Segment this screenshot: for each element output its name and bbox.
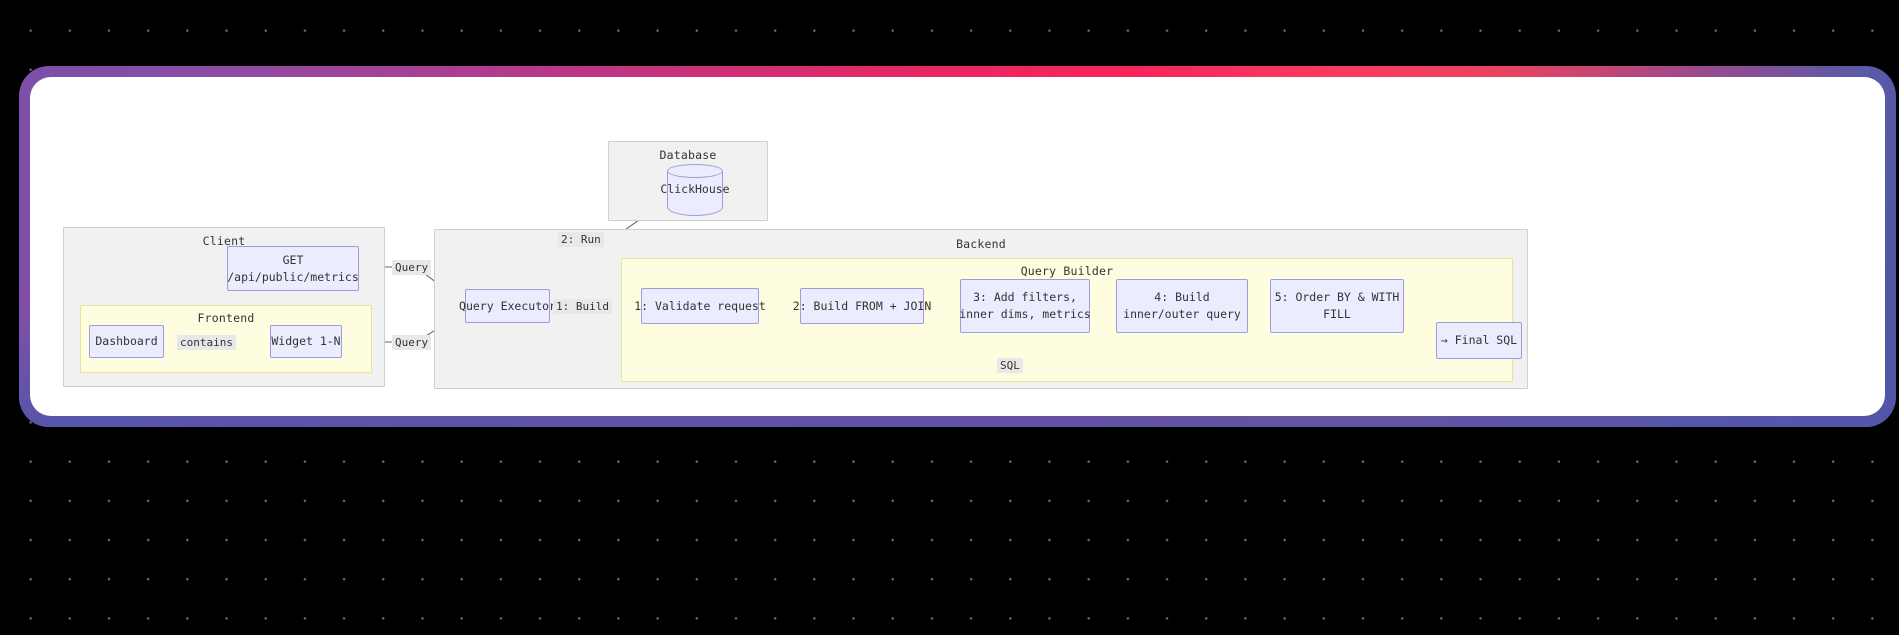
node-step-4-line2: inner/outer query xyxy=(1123,307,1241,321)
node-step-5-line2: FILL xyxy=(1323,307,1351,321)
node-query-executor[interactable]: Query Executor xyxy=(459,289,556,323)
cylinder-top xyxy=(667,164,723,178)
node-step-2-build-from-join[interactable]: 2: Build FROM + JOIN xyxy=(793,288,931,324)
diagram-plane: Database Client Frontend Backend Query B… xyxy=(30,77,1885,416)
node-dashboard[interactable]: Dashboard xyxy=(89,325,164,358)
node-final-sql-label: → Final SQL xyxy=(1440,333,1518,348)
node-step-3-add-filters[interactable]: 3: Add filters, inner dims, metrics xyxy=(959,279,1091,333)
cluster-backend-title: Backend xyxy=(956,237,1006,251)
edge-label-2-run: 2: Run xyxy=(558,232,604,248)
node-step-4-line1: 4: Build xyxy=(1154,290,1210,305)
cluster-frontend-title: Frontend xyxy=(197,311,255,325)
node-step-3-line2: inner dims, metrics xyxy=(959,307,1091,321)
edge-label-query-widget: Query xyxy=(392,335,432,351)
node-widget-label: Widget 1-N xyxy=(271,334,341,349)
cluster-client-title: Client xyxy=(202,234,246,248)
node-clickhouse[interactable]: ClickHouse xyxy=(660,164,730,216)
node-step-5-line1: 5: Order BY & WITH xyxy=(1274,290,1400,305)
node-api-endpoint-path: /api/public/metrics xyxy=(227,269,359,284)
node-step-1-validate[interactable]: 1: Validate request xyxy=(634,288,766,324)
edge-label-query-api: Query xyxy=(392,260,432,276)
node-step-2-label: 2: Build FROM + JOIN xyxy=(792,298,932,313)
cluster-query-builder-title: Query Builder xyxy=(1020,264,1114,278)
edge-label-1-build: 1: Build xyxy=(553,299,612,315)
node-step-4-inner-outer[interactable]: 4: Build inner/outer query xyxy=(1116,279,1248,333)
node-step-1-label: 1: Validate request xyxy=(634,298,766,313)
node-widget[interactable]: Widget 1-N xyxy=(270,325,342,358)
diagram-card: Database Client Frontend Backend Query B… xyxy=(30,77,1885,416)
cylinder-body xyxy=(667,171,723,216)
node-api-endpoint-method: GET xyxy=(282,252,304,267)
node-step-5-order-by[interactable]: 5: Order BY & WITH FILL xyxy=(1270,279,1404,333)
node-api-endpoint[interactable]: GET /api/public/metrics xyxy=(227,246,359,291)
edge-label-contains: contains xyxy=(177,335,236,351)
gradient-frame: Database Client Frontend Backend Query B… xyxy=(19,66,1896,427)
cluster-database-title: Database xyxy=(659,148,717,162)
node-query-executor-label: Query Executor xyxy=(459,298,556,313)
node-dashboard-label: Dashboard xyxy=(95,334,158,349)
node-step-3-line1: 3: Add filters, xyxy=(973,290,1077,305)
node-final-sql[interactable]: → Final SQL xyxy=(1436,322,1522,359)
edge-label-sql: SQL xyxy=(997,358,1023,374)
node-clickhouse-label: ClickHouse xyxy=(660,182,730,196)
